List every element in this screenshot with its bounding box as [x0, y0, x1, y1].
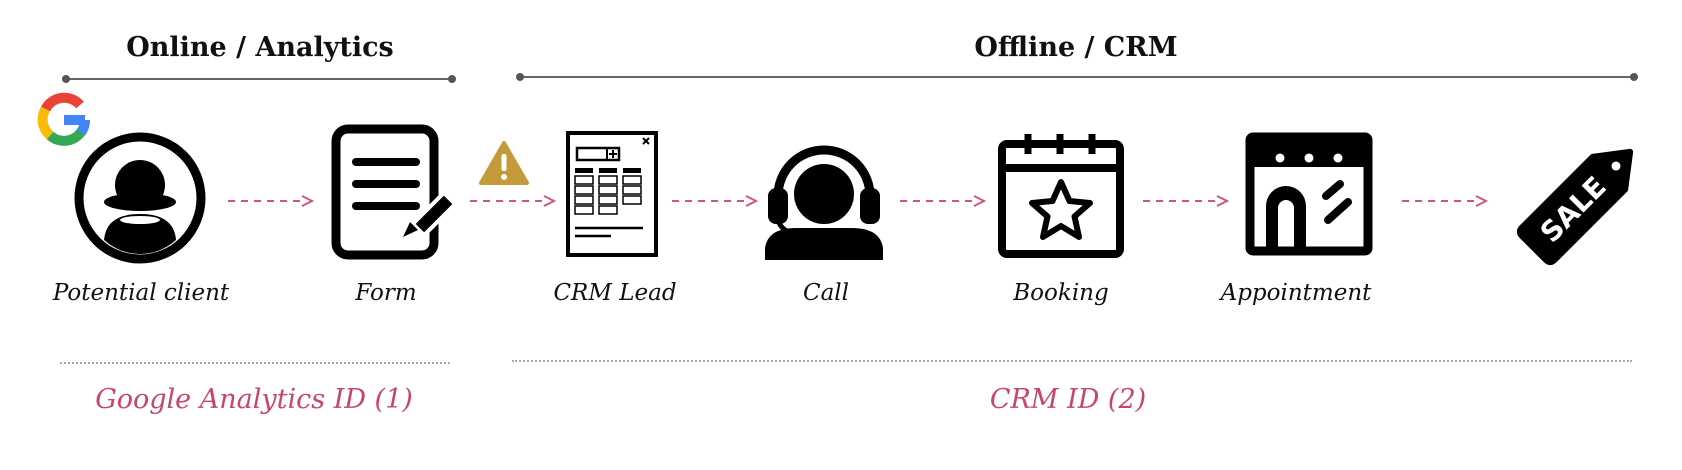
crm-id-label: CRM ID (2)	[989, 384, 1147, 415]
flow-arrow	[1143, 193, 1230, 209]
flow-arrow	[470, 193, 557, 209]
step-label-form: Form	[355, 280, 417, 306]
calendar-star-icon	[996, 130, 1126, 260]
online-section-title: Online / Analytics	[126, 32, 394, 63]
flow-arrow	[672, 193, 759, 209]
warning-icon	[478, 140, 530, 186]
google-logo-icon	[36, 92, 92, 148]
online-section-bracket	[62, 75, 456, 83]
form-icon	[330, 124, 460, 260]
step-label-potential-client: Potential client	[52, 280, 230, 306]
headset-icon	[762, 136, 886, 260]
crm-lead-icon	[565, 130, 659, 258]
offline-section-title: Offline / CRM	[974, 32, 1178, 63]
flow-arrow	[900, 193, 987, 209]
crm-dotted-line	[512, 360, 1632, 362]
flow-arrow	[1402, 193, 1489, 209]
analytics-dotted-line	[60, 362, 450, 364]
step-label-crm-lead: CRM Lead	[553, 280, 677, 306]
person-icon	[72, 130, 208, 266]
flow-arrow	[228, 193, 315, 209]
step-label-call: Call	[802, 280, 850, 306]
step-label-appointment: Appointment	[1220, 280, 1372, 306]
offline-section-bracket	[516, 73, 1638, 81]
analytics-id-label: Google Analytics ID (1)	[95, 384, 413, 415]
step-label-booking: Booking	[1013, 280, 1109, 306]
sale-tag-icon: SALE	[1512, 120, 1662, 270]
storefront-icon	[1244, 132, 1374, 258]
